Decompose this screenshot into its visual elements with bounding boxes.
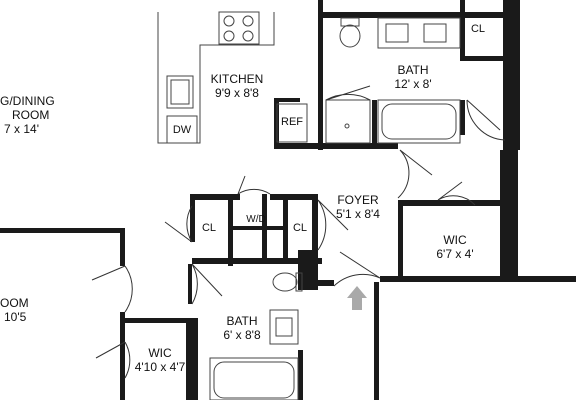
wall (460, 100, 465, 135)
door-swing (95, 341, 131, 379)
wall (460, 0, 465, 58)
living-dining-label: G/DINING (0, 94, 55, 108)
living-dining-dims: 7 x 14' (4, 122, 39, 136)
wic-left-dims: 4'10 x 4'7 (135, 360, 186, 374)
shower-drain (344, 123, 350, 129)
doors (91, 99, 506, 379)
foyer-dims: 5'1 x 8'4 (336, 207, 380, 221)
toilet-icon (272, 272, 298, 292)
closet-left-label: CL (202, 222, 216, 234)
small-bath-fixtures (209, 272, 303, 400)
toilet-tank (340, 17, 360, 27)
door-swing (397, 149, 433, 199)
vanity-sink-icon (275, 317, 293, 337)
stove-burner (242, 30, 254, 42)
wic-right-dims: 6'7 x 4' (436, 247, 473, 261)
main-bath-fixtures (325, 17, 461, 144)
door-swing (466, 99, 506, 141)
kitchen-dims: 9'9 x 8'8 (215, 86, 259, 100)
wall (318, 143, 398, 149)
bedroom-label: OOM (0, 296, 29, 310)
door-swing (91, 265, 133, 313)
dishwasher-box (166, 115, 198, 144)
wic-left-label: WIC (148, 346, 172, 360)
stove-icon (218, 11, 260, 45)
wall (188, 264, 192, 304)
wall (398, 200, 503, 206)
dishwasher-label: DW (173, 124, 192, 136)
wall (500, 150, 518, 280)
bathtub-basin (381, 103, 457, 140)
door-swing (164, 205, 193, 243)
wall (186, 322, 198, 342)
shower-door (325, 85, 371, 101)
stove-burner (223, 30, 235, 42)
door-swing (317, 199, 349, 251)
refrigerator-label: REF (281, 116, 303, 128)
bathtub-icon (377, 99, 461, 144)
wall (312, 200, 318, 286)
wall (380, 276, 576, 282)
vanity-sink-icon (423, 23, 447, 43)
wall (228, 226, 288, 230)
wall (190, 194, 240, 200)
refrigerator-box (276, 103, 308, 143)
wall (298, 350, 303, 400)
small-bath-dims: 6' x 8'8 (223, 328, 261, 342)
main-bath-dims: 12' x 8' (394, 77, 431, 91)
closet-top-label: CL (471, 23, 485, 35)
door-swing (191, 263, 223, 305)
kitchen-sink-icon (166, 75, 194, 109)
wall (298, 250, 318, 290)
wall (398, 200, 403, 282)
shower-icon (325, 99, 371, 144)
wic-right-label: WIC (443, 233, 467, 247)
vanity-counter (269, 309, 299, 345)
stove-burner (223, 15, 235, 27)
wall (318, 0, 323, 150)
living-dining-room-label: ROOM (12, 108, 49, 122)
wall (120, 228, 125, 266)
vanity-counter (377, 17, 461, 49)
kitchen-counter (157, 12, 275, 144)
vanity-sink-icon (385, 23, 409, 43)
wall (0, 228, 125, 233)
foyer-label: FOYER (337, 193, 379, 207)
room-labels: G/DINING ROOM 7 x 14' KITCHEN 9'9 x 8'8 … (0, 23, 485, 374)
wall (372, 100, 377, 148)
wall (120, 312, 125, 400)
bedroom-dims: 10'5 (4, 310, 27, 324)
wall (460, 56, 508, 61)
wall (192, 258, 322, 264)
entry-door (333, 251, 381, 287)
wall (190, 194, 195, 242)
stove-burner (242, 15, 254, 27)
bathtub-icon (209, 357, 299, 400)
wall (274, 98, 300, 102)
toilet-icon (339, 24, 361, 48)
door-swing (237, 175, 271, 195)
small-bath-label: BATH (226, 314, 257, 328)
kitchen-fixtures (157, 11, 308, 144)
wall (374, 282, 379, 400)
wall (503, 0, 520, 150)
kitchen-label: KITCHEN (211, 72, 264, 86)
wall (270, 194, 318, 200)
wall (120, 318, 192, 323)
main-bath-label: BATH (397, 63, 428, 77)
washer-dryer-label: W/D (246, 214, 265, 225)
entry-arrow-icon (347, 286, 367, 310)
bathtub-basin (213, 361, 295, 399)
wall (316, 280, 334, 286)
toilet-tank (295, 272, 303, 292)
wall (318, 12, 508, 18)
door-swing (437, 181, 476, 206)
wall (274, 143, 324, 149)
closet-right-label: CL (293, 222, 307, 234)
kitchen-sink-basin (170, 79, 190, 105)
